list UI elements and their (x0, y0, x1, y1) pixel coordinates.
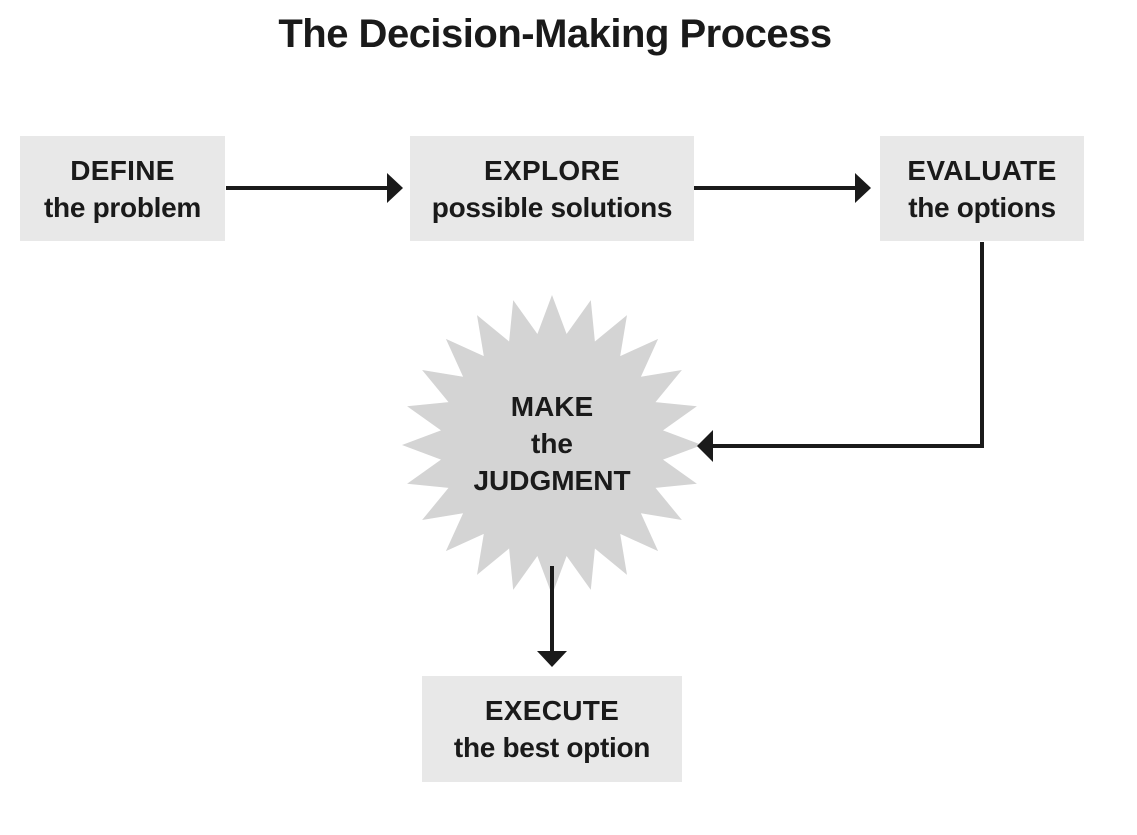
diagram-title: The Decision-Making Process (278, 12, 832, 56)
arrow-evaluate-to-judgment (712, 242, 984, 448)
step-explore-sub: possible solutions (431, 191, 673, 223)
step-explore-head: EXPLORE (484, 154, 620, 186)
step-evaluate-head: EVALUATE (907, 154, 1057, 186)
step-execute-sub: the best option (453, 732, 651, 763)
step-define: DEFINE the problem (20, 136, 225, 241)
arrowhead-judgment-to-execute (537, 651, 567, 667)
judgment-line-2: the (531, 428, 573, 459)
judgment-starburst (402, 295, 702, 595)
arrowhead-define-to-explore (387, 173, 403, 203)
step-execute: EXECUTE the best option (422, 676, 682, 782)
arrowhead-explore-to-evaluate (855, 173, 871, 203)
arrowhead-evaluate-to-judgment (697, 430, 713, 462)
judgment-label: MAKE the JUDGMENT (452, 388, 652, 499)
judgment-line-1: MAKE (510, 391, 594, 422)
step-define-sub: the problem (44, 191, 201, 223)
step-evaluate: EVALUATE the options (880, 136, 1084, 241)
step-execute-head: EXECUTE (484, 695, 620, 726)
step-define-head: DEFINE (70, 154, 175, 186)
judgment-line-3: JUDGMENT (473, 465, 631, 496)
step-evaluate-sub: the options (908, 191, 1056, 223)
step-explore: EXPLORE possible solutions (410, 136, 694, 241)
